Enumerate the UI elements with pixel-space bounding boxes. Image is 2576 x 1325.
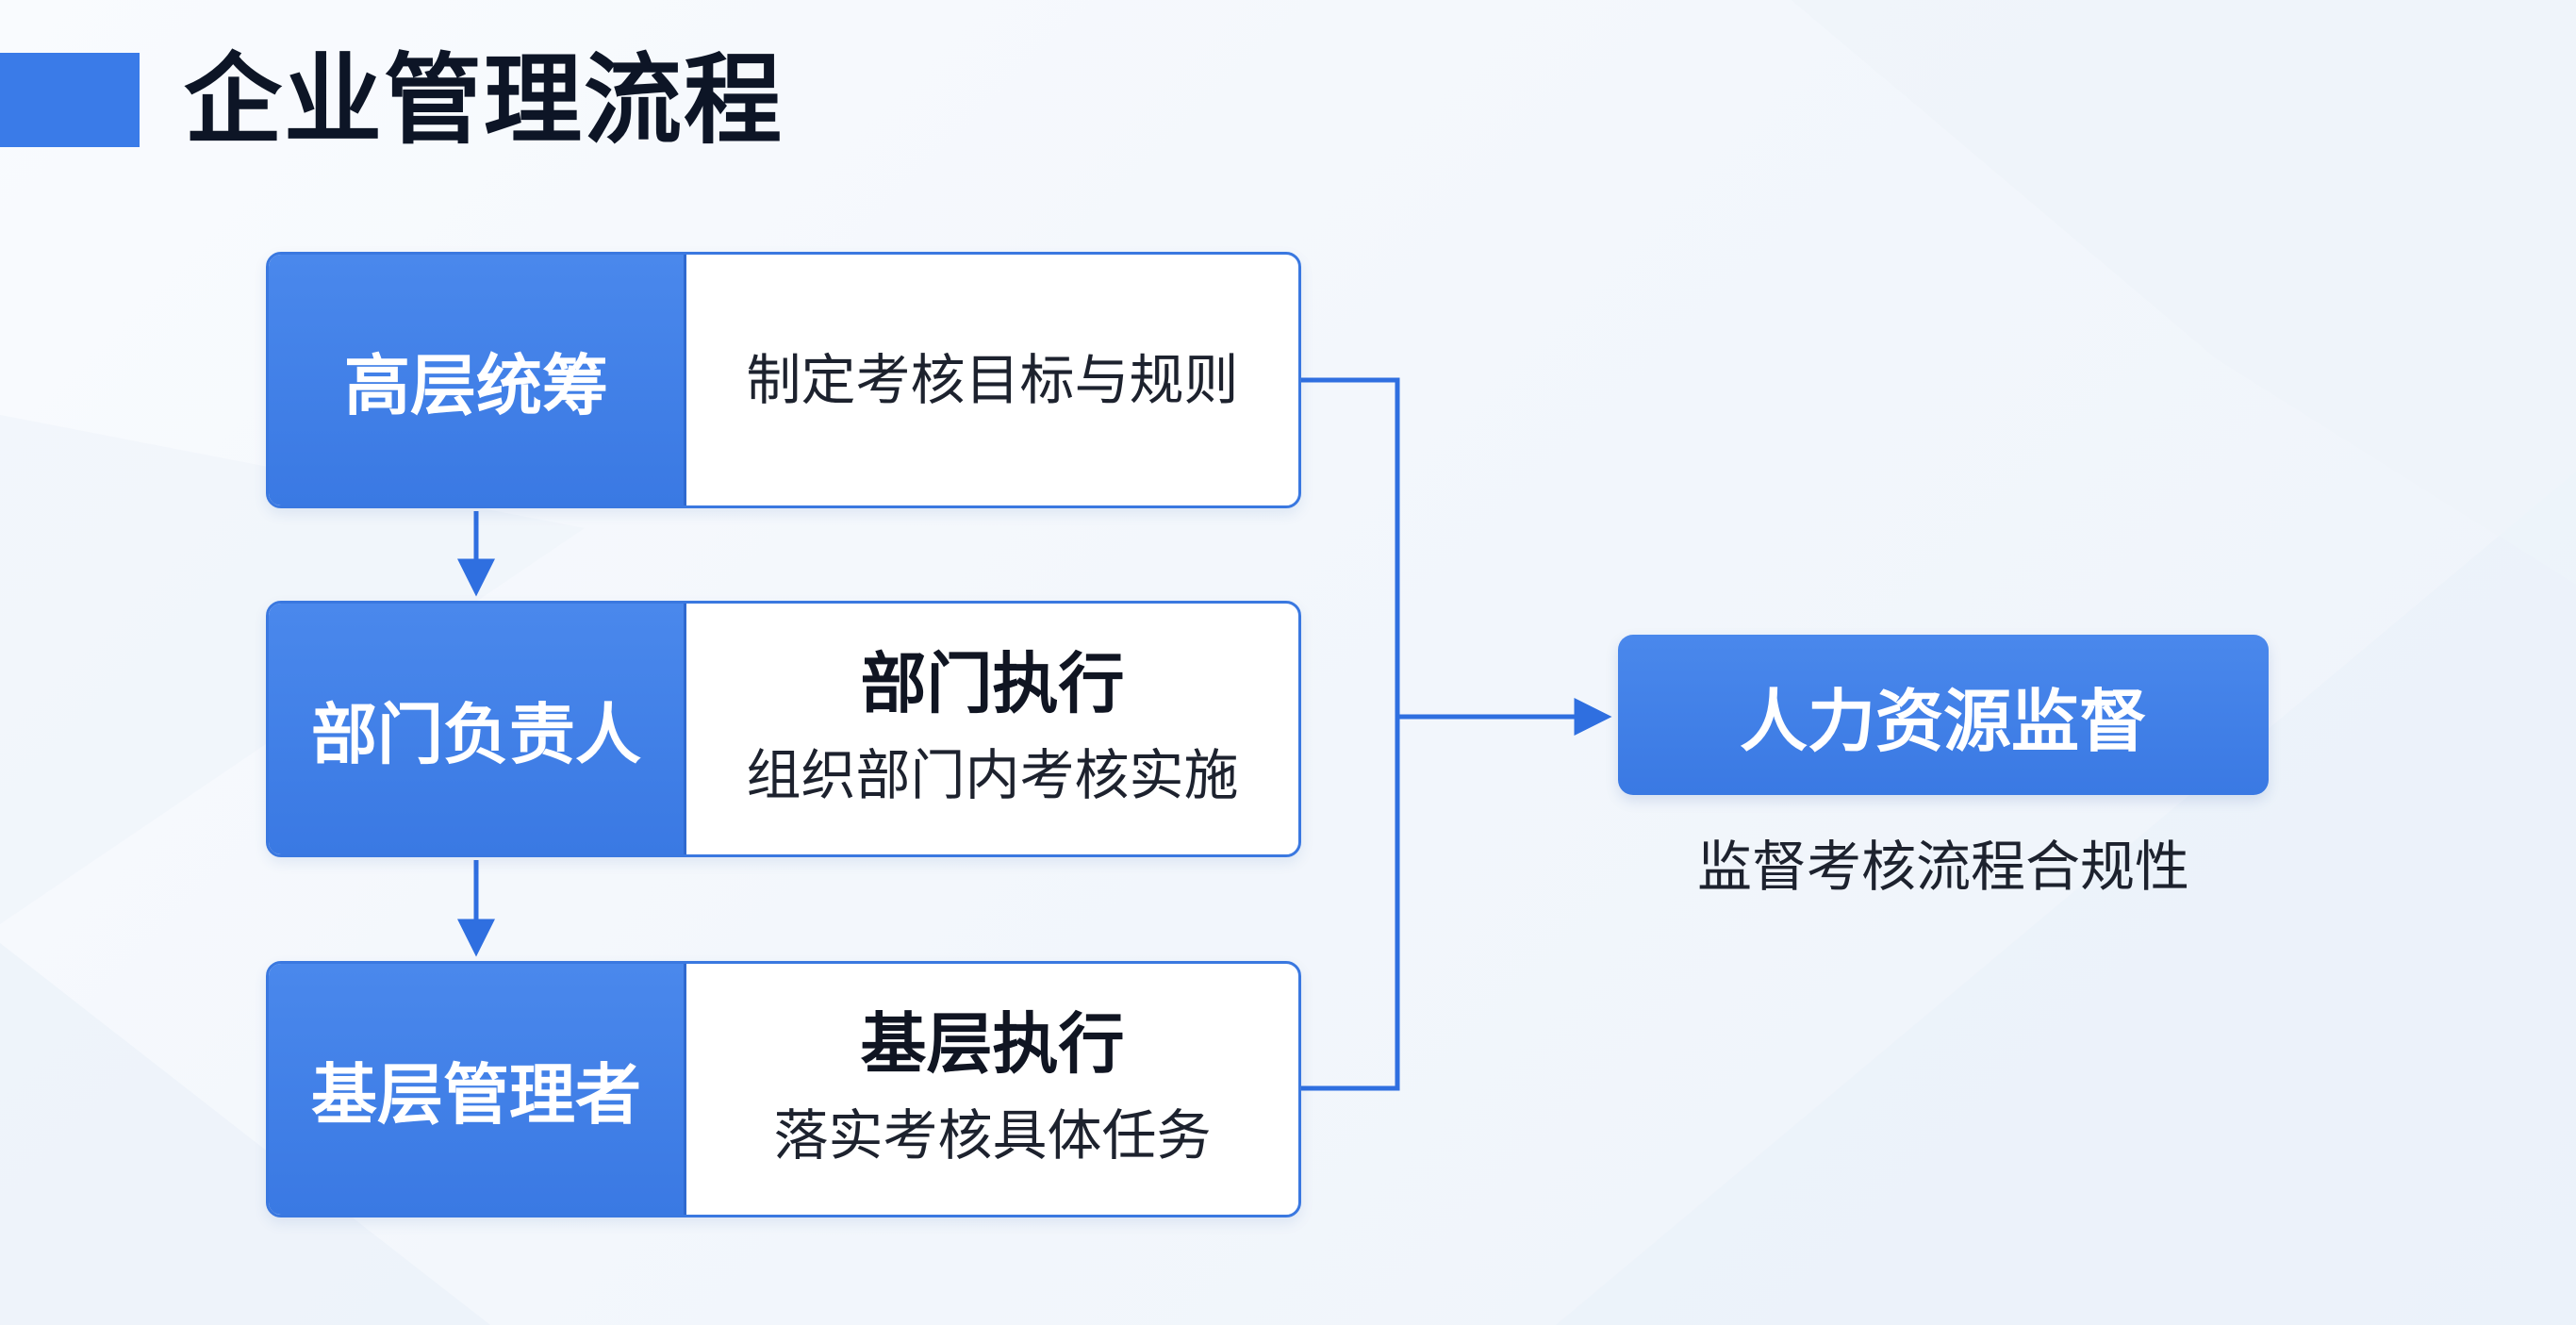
role-label: 基层管理者 — [269, 964, 686, 1215]
role-label: 部门负责人 — [269, 604, 686, 854]
hr-supervision-detail: 监督考核流程合规性 — [1696, 835, 2189, 899]
row-heading: 部门执行 — [860, 644, 1125, 722]
page-title: 企业管理流程 — [184, 42, 784, 157]
row-detail: 制定考核目标与规则 — [746, 347, 1239, 412]
row-detail: 组织部门内考核实施 — [746, 743, 1239, 808]
flow-row-top-management: 高层统筹 制定考核目标与规则 — [266, 252, 1301, 508]
row-detail: 落实考核具体任务 — [773, 1103, 1212, 1168]
row-description: 制定考核目标与规则 — [686, 255, 1298, 505]
role-label: 高层统筹 — [269, 255, 686, 505]
title-accent-bar — [0, 53, 140, 147]
flow-row-department-head: 部门负责人 部门执行 组织部门内考核实施 — [266, 601, 1301, 857]
bracket-connector — [1301, 377, 1400, 1091]
flow-row-frontline-manager: 基层管理者 基层执行 落实考核具体任务 — [266, 961, 1301, 1217]
hr-supervision-box: 人力资源监督 — [1618, 635, 2269, 795]
row-description: 基层执行 落实考核具体任务 — [686, 964, 1298, 1215]
row-heading: 基层执行 — [860, 1004, 1125, 1083]
row-description: 部门执行 组织部门内考核实施 — [686, 604, 1298, 854]
